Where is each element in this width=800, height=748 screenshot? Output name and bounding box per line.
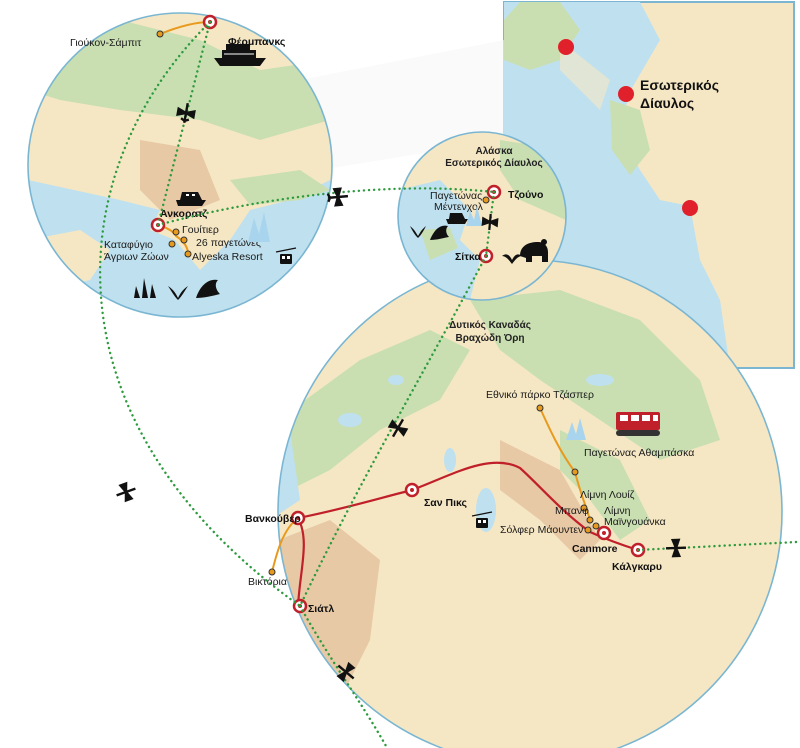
city-label: Βικτόρια bbox=[248, 576, 287, 588]
poi-dot-banff bbox=[586, 516, 594, 524]
airplane-icon bbox=[176, 102, 196, 124]
flight-route bbox=[298, 604, 388, 748]
airplane-icon bbox=[326, 187, 349, 207]
poi-label: Μπανφ bbox=[555, 505, 589, 517]
city-label: Σίτκα bbox=[455, 251, 481, 263]
scenic-route bbox=[157, 224, 189, 255]
poi-dot-whittier bbox=[172, 228, 180, 236]
city-label: Σιάτλ bbox=[308, 603, 334, 615]
poi-dot-coldfoot bbox=[156, 30, 164, 38]
bear-icon bbox=[520, 239, 548, 262]
poi-label: Παγετώνας Αθαμπάσκα bbox=[584, 447, 694, 459]
ship-icon bbox=[214, 44, 266, 66]
airplane-icon bbox=[665, 538, 687, 558]
snow-coach-icon bbox=[616, 412, 660, 436]
region-title: Αλάσκα bbox=[475, 146, 513, 157]
poi-dot-glaciers bbox=[180, 236, 188, 244]
alaska-circle: Φέρμπανκς Γιούκον-Σάμπιτ Ανκορατζ Γουίτι… bbox=[27, 12, 333, 318]
poi-label: Γιούκον-Σάμπιτ bbox=[70, 37, 142, 49]
poi-label: Μαϊνγουάνκα bbox=[604, 516, 666, 528]
flight-route bbox=[156, 187, 496, 227]
poi-label: Λίμνη bbox=[604, 505, 631, 517]
glacier-icon bbox=[248, 212, 270, 242]
region-title: Βραχώδη Όρη bbox=[455, 333, 524, 344]
poi-dot-alyeska bbox=[184, 250, 192, 258]
poi-label: Εθνικό πάρκο Τζάσπερ bbox=[486, 389, 594, 401]
poi-dot-wildlife bbox=[168, 240, 176, 248]
city-label: Canmore bbox=[572, 543, 618, 555]
flight-route bbox=[636, 540, 798, 552]
inside-passage-circle: Αλάσκα Εσωτερικός Δίαυλος Τζούνο Σίτκα Π… bbox=[397, 131, 567, 301]
flight-paths bbox=[98, 20, 798, 748]
poi-label: Παγετώνας bbox=[430, 190, 482, 202]
airplane-icon bbox=[336, 661, 356, 683]
poi-label: Άγριων Ζώων bbox=[104, 251, 169, 263]
eagle-icon bbox=[502, 254, 522, 264]
poi-label: Μέντενχολ bbox=[434, 201, 484, 213]
inset-marker bbox=[558, 39, 574, 55]
city-marker-canmore bbox=[596, 525, 612, 541]
airplane-icon bbox=[387, 418, 409, 438]
city-label: Βανκούβερ bbox=[245, 513, 301, 525]
poi-dot-athabasca bbox=[571, 468, 579, 476]
poi-label: Λίμνη Λουίζ bbox=[580, 489, 635, 501]
poi-label: Alyeska Resort bbox=[192, 251, 263, 263]
cable-car-icon bbox=[471, 511, 493, 528]
whale-icon bbox=[134, 278, 156, 298]
glacier-icon bbox=[566, 418, 586, 440]
poi-dot-lake-louise bbox=[580, 504, 588, 512]
poi-dot-jasper bbox=[536, 404, 544, 412]
city-marker-vancouver bbox=[290, 510, 306, 526]
poi-label: Γουίτιερ bbox=[182, 224, 219, 236]
city-label: Τζούνο bbox=[508, 189, 543, 201]
canada-circle: Δυτικός Καναδάς Βραχώδη Όρη Βανκούβερ Βι… bbox=[245, 259, 783, 748]
poi-dot-victoria bbox=[268, 568, 276, 576]
poi-label: Καταφύγιο bbox=[104, 239, 153, 251]
inset-marker bbox=[618, 86, 634, 102]
airplane-icon bbox=[481, 213, 499, 231]
inset-label: Εσωτερικός bbox=[640, 77, 719, 93]
flight-route bbox=[298, 254, 488, 608]
city-marker-sun-peaks bbox=[404, 482, 420, 498]
inset-marker bbox=[682, 200, 698, 216]
poi-dot-minnewanka bbox=[592, 522, 600, 530]
cable-car-icon bbox=[275, 247, 297, 264]
cruise-ship-icon bbox=[176, 192, 206, 206]
poi-label: 26 παγετώνες bbox=[196, 237, 261, 249]
city-label: Ανκορατζ bbox=[160, 208, 207, 220]
airplane-icon bbox=[116, 481, 136, 503]
route-segment bbox=[296, 517, 305, 607]
region-title: Δυτικός Καναδάς bbox=[449, 320, 531, 331]
city-label: Σαν Πικς bbox=[424, 497, 468, 509]
whale-icon bbox=[196, 279, 220, 298]
poi-dot-sulphur bbox=[584, 526, 592, 534]
poi-dot-mendenhall bbox=[482, 196, 490, 204]
inset-label: Δίαυλος bbox=[640, 95, 694, 111]
flight-route bbox=[484, 190, 496, 258]
flight-route bbox=[156, 20, 212, 227]
cruise-ship-icon bbox=[446, 213, 468, 224]
city-label: Κάλγκαρυ bbox=[612, 561, 662, 573]
glacier-icon bbox=[466, 206, 482, 226]
poi-label: Σόλφερ Μάουντεν bbox=[500, 524, 583, 536]
whale-icon bbox=[430, 225, 449, 240]
region-title: Εσωτερικός Δίαυλος bbox=[445, 158, 543, 169]
route-segment bbox=[297, 461, 639, 552]
